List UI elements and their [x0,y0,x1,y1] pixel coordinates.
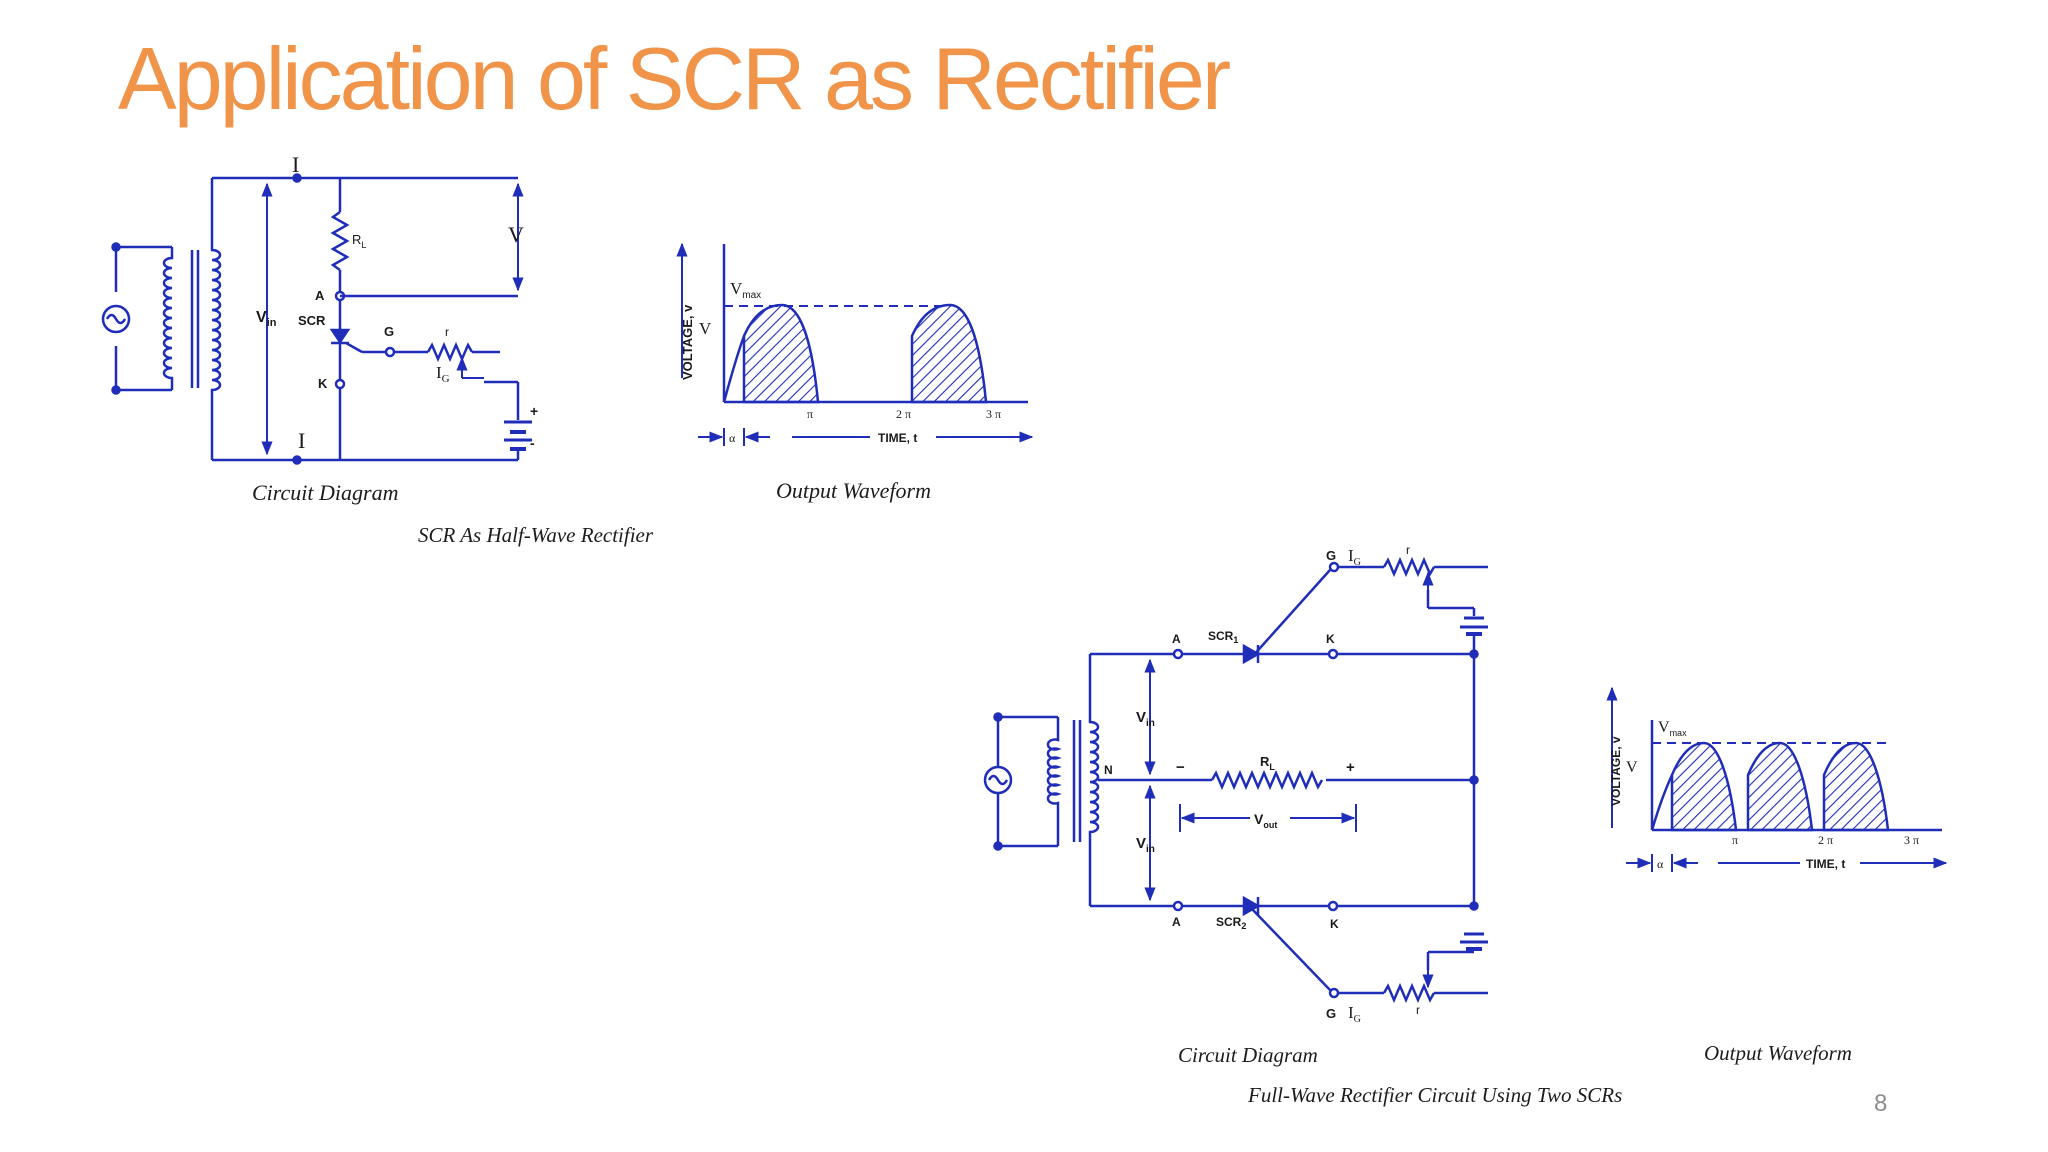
gate-resistor-icon [426,341,474,363]
fw-cathode-top-label: K [1326,632,1335,646]
half-wave-alpha-label: α [729,431,736,445]
fw-scr2-label: SCR2 [1216,915,1246,931]
resistor-label: r [445,325,449,339]
fw-gate-current-bottom-label: IG [1348,1003,1361,1025]
fw-bottom-battery-icon [1460,932,1488,951]
full-wave-x-label: TIME, t [1806,857,1845,871]
full-wave-pulse-3 [1822,741,1890,832]
scr1-icon [1242,643,1261,665]
half-wave-circuit-labels: I I RL V Vin A SCR G r IG K + - [256,152,538,453]
full-wave-tick-2pi: 2 π [1818,833,1833,847]
full-wave-tick-pi: π [1732,833,1738,847]
fw-load-resistor-icon [1210,769,1324,791]
full-wave-pulse-1-rise [1650,774,1674,831]
full-wave-circuit-labels: G IG r A SCR1 K Vin N − + RL Vout Vin A … [1104,543,1420,1025]
fw-minus-label: − [1176,759,1185,776]
full-wave-tick-3pi: 3 π [1904,833,1919,847]
fw-gate-bottom-label: G [1326,1006,1336,1021]
transformer-icon [162,178,222,460]
full-wave-vmax-label: Vmax [1658,719,1687,738]
half-wave-vmax-label: Vmax [730,279,761,301]
full-wave-caption: Full-Wave Rectifier Circuit Using Two SC… [1247,1083,1622,1107]
fw-vout-label: Vout [1254,811,1277,830]
fw-anode-top-label: A [1172,632,1181,646]
fw-resistor-top-label: r [1406,543,1410,557]
half-wave-pulse-1 [742,303,820,404]
full-wave-circuit-caption: Circuit Diagram [1178,1043,1318,1067]
scr2-icon [1242,895,1261,917]
fw-transformer-icon [1046,654,1100,906]
fw-cathode-bottom-label: K [1330,917,1339,931]
half-wave-v-label: V [699,319,712,338]
half-wave-circuit [101,173,532,465]
fw-ac-source-icon [983,712,1058,851]
fw-plus-label: + [1346,759,1355,776]
cathode-label: K [318,376,328,391]
half-wave-caption: SCR As Half-Wave Rectifier [418,523,654,547]
full-wave-pulse-1 [1670,741,1738,832]
half-wave-pulse-1-rise [722,335,746,403]
page-number: 8 [1874,1090,1888,1117]
fw-vin-bottom-label: Vin [1136,835,1155,855]
current-top-label: I [292,152,299,177]
half-wave-circuit-caption: Circuit Diagram [252,480,398,505]
fw-top-gate-resistor-icon [1382,556,1436,578]
gate-label: G [384,324,394,339]
full-wave-alpha-label: α [1657,857,1664,871]
full-wave-pulse-2 [1746,741,1814,832]
full-wave-waveform: VOLTAGE, v Vmax V α TIME, t π 2 π 3 π [1606,686,1948,872]
half-wave-pulse-2 [910,303,988,404]
full-wave-circuit [983,556,1488,1004]
battery-plus-label: + [530,403,538,419]
gate-current-label: IG [436,363,450,385]
fw-bottom-gate-resistor-icon [1382,982,1436,1004]
fw-anode-bottom-label: A [1172,915,1181,929]
output-label: V [508,222,524,247]
anode-label: A [315,288,325,303]
fw-scr1-label: SCR1 [1208,629,1238,645]
current-bottom-label: I [298,428,305,453]
load-label: RL [352,232,366,250]
device-label: SCR [298,313,326,328]
half-wave-y-label: VOLTAGE, v [680,304,695,380]
fw-gate-current-top-label: IG [1348,546,1361,568]
battery-minus-label: - [530,435,535,451]
half-wave-waveform-caption: Output Waveform [776,478,931,503]
full-wave-waveform-caption: Output Waveform [1704,1041,1852,1065]
fw-load-label: RL [1260,754,1275,772]
full-wave-v-label: V [1626,759,1638,776]
fw-top-battery-icon [1460,616,1488,636]
fw-center-tap-label: N [1104,763,1113,777]
half-wave-tick-2pi: 2 π [896,407,911,421]
scr-icon [329,300,396,460]
input-label: Vin [256,309,277,329]
full-wave-y-label: VOLTAGE, v [1609,736,1623,806]
half-wave-x-label: TIME, t [878,431,917,445]
half-wave-tick-3pi: 3 π [986,407,1001,421]
battery-icon [504,420,532,451]
fw-vin-top-label: Vin [1136,709,1155,729]
ac-source-icon [101,242,172,395]
fw-gate-top-label: G [1326,548,1336,563]
fw-resistor-bottom-label: r [1416,1003,1420,1017]
half-wave-waveform: VOLTAGE, v Vmax V α TIME, t π 2 π 3 π [676,242,1034,446]
load-resistor-icon [330,210,350,272]
slide-title: Application of SCR as Rectifier [118,29,1231,128]
half-wave-tick-pi: π [807,407,813,421]
